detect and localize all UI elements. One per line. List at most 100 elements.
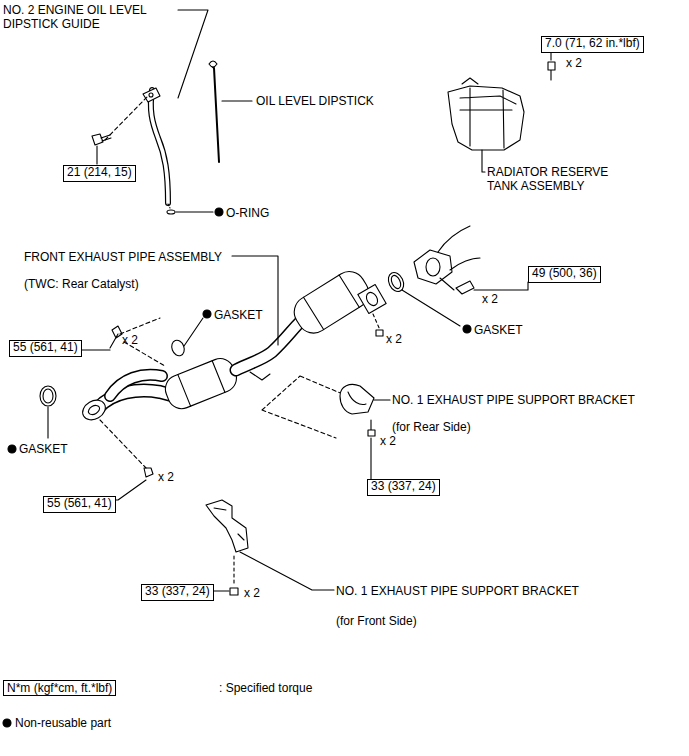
part-label: x 2 — [122, 333, 138, 347]
non-reusable-dot — [215, 208, 223, 216]
torque-box: 33 (337, 24) — [141, 584, 214, 601]
torque-value: 49 (500, 36) — [532, 266, 597, 280]
leader-line — [96, 146, 97, 164]
dipstick-handle — [209, 61, 217, 67]
leader-line — [240, 552, 334, 590]
part-label: x 2 — [386, 332, 402, 346]
non-reusable-dot — [8, 445, 16, 453]
torque-value: 33 (337, 24) — [371, 479, 436, 493]
leader-line — [370, 438, 371, 479]
part-label: x 2 — [482, 292, 498, 306]
part-label: FRONT EXHAUST PIPE ASSEMBLY — [24, 250, 222, 264]
reserve-tank — [448, 86, 524, 150]
leader-line — [178, 10, 208, 98]
part-label: RADIATOR RESERVE TANK ASSEMBLY — [487, 165, 627, 193]
part-label: (for Rear Side) — [392, 420, 471, 434]
o-ring — [167, 210, 175, 214]
bolt — [368, 420, 375, 436]
exhaust-pipe — [110, 375, 162, 396]
dashed-line — [373, 314, 380, 330]
gasket — [43, 389, 53, 403]
leader-line — [474, 282, 528, 290]
bolt — [101, 135, 111, 141]
rear-flange — [426, 258, 440, 276]
part-label: x 2 — [380, 434, 396, 448]
flange — [358, 284, 386, 313]
flange — [87, 404, 101, 417]
leader-line — [222, 100, 252, 101]
gasket — [40, 386, 56, 406]
torque-value: 7.0 (71, 62 in.*lbf) — [545, 36, 640, 50]
leader-line — [114, 480, 146, 500]
torque-box: 7.0 (71, 62 in.*lbf) — [541, 36, 644, 53]
torque-value: 55 (561, 41) — [47, 496, 112, 510]
leader-line — [212, 590, 229, 591]
leader-line — [402, 290, 460, 326]
non-reusable-dot — [203, 310, 211, 318]
part-label: OIL LEVEL DIPSTICK — [256, 94, 374, 108]
exhaust-pipe — [236, 322, 300, 370]
leader-line — [482, 150, 485, 172]
tank-cap — [462, 78, 478, 84]
torque-box: 55 (561, 41) — [43, 496, 116, 513]
part-label: x 2 — [566, 56, 582, 70]
catalyst — [161, 354, 240, 412]
bolt — [110, 326, 122, 348]
dashed-line — [168, 204, 170, 208]
tank-detail — [460, 88, 516, 148]
bolt — [92, 134, 103, 145]
leader-line — [374, 399, 390, 400]
nut — [230, 588, 238, 595]
support-bracket — [348, 392, 366, 405]
guide-bracket — [143, 88, 160, 102]
legend-text: Non-reusable part — [15, 716, 111, 730]
dipstick-guide — [151, 90, 168, 203]
catalyst-seam — [178, 361, 225, 406]
exhaust-manifold — [438, 226, 480, 270]
non-reusable-dot — [3, 719, 11, 727]
part-label: GASKET — [474, 323, 523, 337]
catalyst-seam — [304, 275, 360, 329]
torque-value: 55 (561, 41) — [13, 340, 78, 354]
nut — [376, 330, 383, 336]
oil-level-dipstick — [212, 66, 219, 162]
part-label: NO. 2 ENGINE OIL LEVEL DIPSTICK GUIDE — [3, 3, 193, 31]
torque-value: 21 (214, 15) — [67, 165, 132, 179]
support-bracket — [206, 500, 248, 552]
dashed-line — [120, 318, 165, 366]
support-bracket — [340, 384, 374, 414]
torque-box: 33 (337, 24) — [367, 479, 440, 496]
gasket — [389, 274, 402, 290]
bolt — [440, 278, 474, 294]
leader-line — [184, 318, 203, 346]
part-label: O-RING — [226, 206, 269, 220]
torque-box: 21 (214, 15) — [63, 165, 136, 182]
leader-line — [176, 211, 213, 212]
legend-sample: N*m (kgf*cm, ft.*lbf) — [3, 680, 116, 696]
part-label: GASKET — [19, 442, 68, 456]
dashed-line — [262, 376, 345, 438]
part-label: x 2 — [158, 470, 174, 484]
rear-flange — [414, 250, 452, 284]
dashed-line — [105, 97, 147, 140]
catalyst — [288, 266, 374, 340]
dashed-line — [100, 420, 146, 468]
leader-line — [47, 407, 48, 438]
part-label: (for Front Side) — [336, 614, 417, 628]
dipstick-guide — [151, 90, 168, 203]
part-label: x 2 — [244, 586, 260, 600]
legend-text: : Specified torque — [219, 681, 312, 695]
part-label: GASKET — [214, 308, 263, 322]
exhaust-pipe — [110, 375, 162, 396]
leader-line — [232, 256, 278, 345]
heat-tab — [250, 372, 270, 380]
torque-value: 33 (337, 24) — [145, 584, 210, 598]
flange — [364, 290, 380, 307]
bolt — [548, 62, 555, 80]
exhaust-pipe — [236, 322, 300, 370]
non-reusable-dot — [463, 325, 471, 333]
nut — [144, 468, 153, 477]
gasket — [170, 338, 187, 357]
part-label: NO. 1 EXHAUST PIPE SUPPORT BRACKET — [336, 584, 579, 598]
